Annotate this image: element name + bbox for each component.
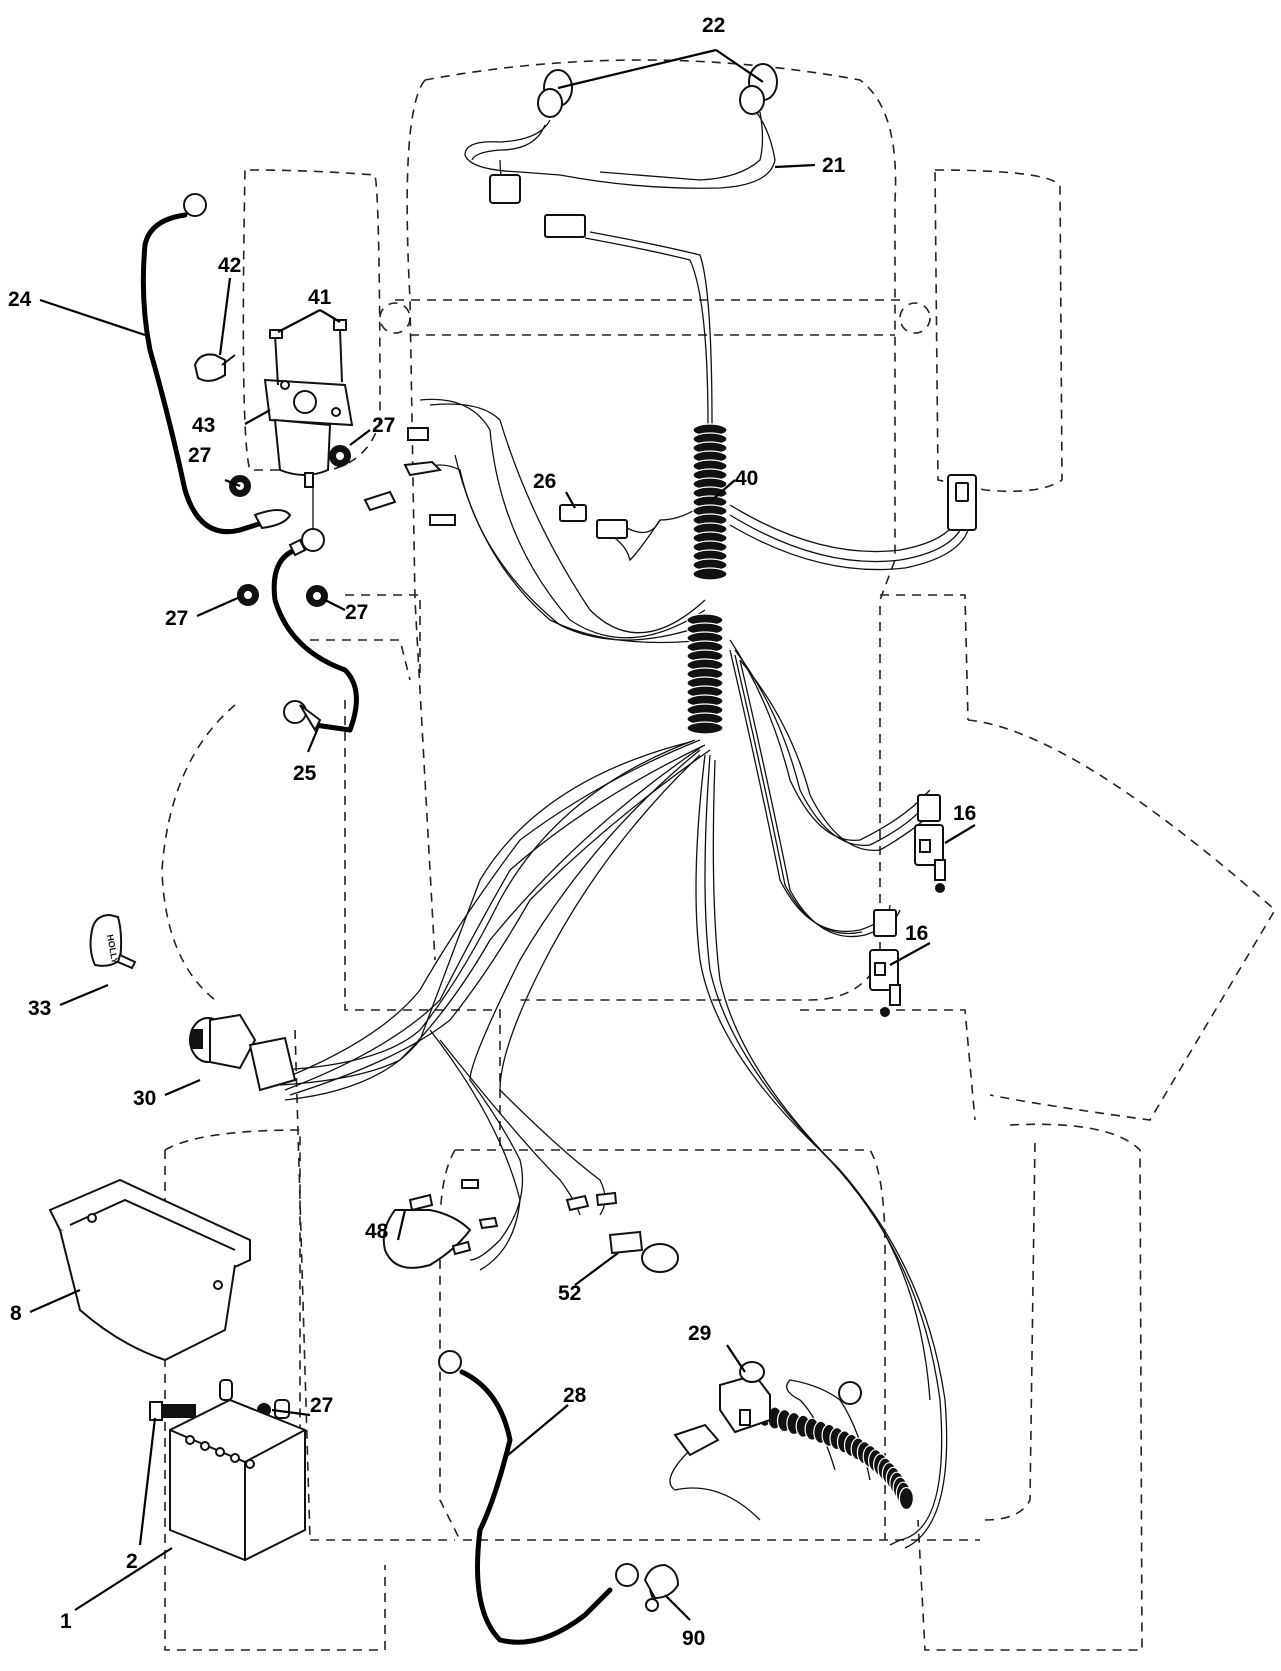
- callout-90: 90: [682, 1627, 705, 1650]
- harness-loom-lower: [686, 613, 724, 735]
- callout-43: 43: [192, 414, 215, 437]
- tractor-frame-outline: [161, 59, 1277, 1651]
- battery-cable-positive: [140, 193, 292, 535]
- harness-loom-upper: [692, 423, 728, 581]
- solenoid-bolts: [269, 319, 347, 386]
- callouts: 22 21 24 42 41 43 27 27 27 27 25 26 40 1…: [8, 14, 976, 1650]
- callout-52: 52: [558, 1282, 581, 1305]
- seat-switch-connector: [673, 1381, 862, 1457]
- headlight-left: [537, 69, 573, 118]
- headlight-right: [739, 63, 778, 115]
- battery: [169, 1379, 306, 1562]
- callout-1: 1: [60, 1610, 72, 1633]
- callout-24: 24: [8, 288, 32, 311]
- solenoid-to-starter-cable: [271, 485, 359, 733]
- callout-48: 48: [365, 1220, 389, 1243]
- headlight-harness: [464, 109, 776, 238]
- callout-21: 21: [822, 154, 846, 177]
- callout-16-upper: 16: [953, 802, 976, 825]
- terminal-boot: [193, 353, 236, 382]
- starter-solenoid: [263, 378, 354, 488]
- harness-terminals-left: [363, 427, 456, 526]
- callout-41: 41: [308, 286, 332, 309]
- callout-27-lower-right: 27: [345, 601, 368, 624]
- leader-lines: [29, 48, 976, 1621]
- callout-22: 22: [702, 14, 725, 37]
- callout-16-lower: 16: [905, 922, 928, 945]
- headlight-connector-main: [544, 214, 586, 238]
- harness-connector-right: [947, 474, 977, 531]
- callout-27-solenoid-right: 27: [372, 414, 395, 437]
- callout-25: 25: [293, 762, 317, 785]
- interlock-switch-upper: [914, 794, 946, 893]
- ignition-key: HOLLY: [89, 913, 137, 970]
- callout-27-solenoid-left: 27: [188, 444, 211, 467]
- callout-27-battery: 27: [310, 1394, 333, 1417]
- callout-28: 28: [563, 1384, 587, 1407]
- callout-8: 8: [10, 1302, 22, 1325]
- callout-27-lower-left: 27: [165, 607, 188, 630]
- battery-terminal-bolt: [149, 1401, 196, 1421]
- seat-switch: [719, 1361, 771, 1434]
- callout-26: 26: [533, 470, 556, 493]
- fuse-holder: [559, 504, 661, 539]
- ground-cable: [438, 1350, 639, 1645]
- interlock-switch-lower: [869, 909, 901, 1017]
- ignition-switch: [189, 1013, 297, 1092]
- frame-pivots: [379, 302, 931, 334]
- indicator-bulb: [608, 1230, 679, 1273]
- battery-box: [48, 1178, 251, 1362]
- callout-42: 42: [218, 254, 241, 277]
- callout-2: 2: [126, 1550, 138, 1573]
- hex-nuts: [229, 445, 351, 1417]
- callout-40: 40: [735, 467, 758, 490]
- headlight-connector-harness: [489, 174, 521, 204]
- pto-lamp-assembly: [382, 1179, 618, 1269]
- callout-30: 30: [133, 1087, 156, 1110]
- callout-29: 29: [688, 1322, 711, 1345]
- callout-33: 33: [28, 997, 51, 1020]
